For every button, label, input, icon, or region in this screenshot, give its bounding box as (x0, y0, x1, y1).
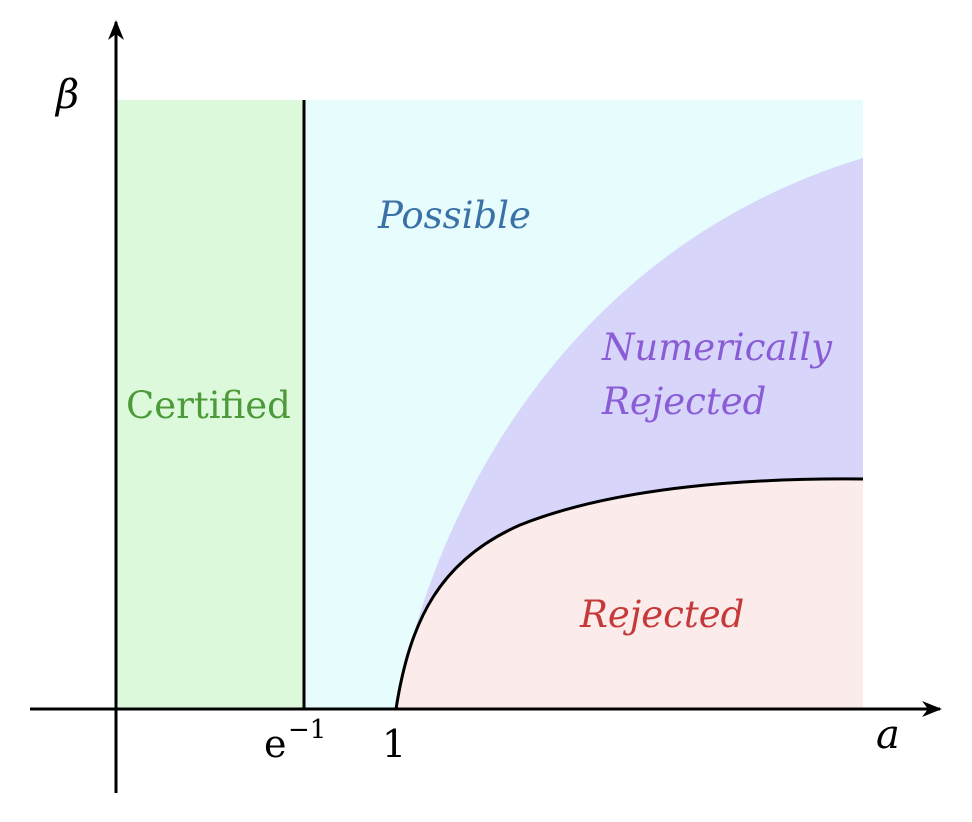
tick-label-e-inverse: e (264, 722, 287, 766)
certified-label: Certified (126, 384, 291, 427)
numerically-rejected-label-line2: Rejected (601, 380, 766, 423)
rejected-region (396, 478, 863, 709)
rejection-boundary-curve (394, 477, 864, 710)
certified-region (116, 100, 304, 709)
numerically-rejected-label-line1: Numerically (601, 326, 833, 369)
tick-label-one: 1 (382, 722, 406, 766)
x-axis-label: a (876, 712, 900, 758)
possible-label: Possible (377, 194, 531, 237)
rejected-label: Rejected (579, 593, 744, 636)
y-axis-label: β (54, 72, 79, 118)
tick-label-e-inverse-exponent: −1 (288, 715, 326, 745)
